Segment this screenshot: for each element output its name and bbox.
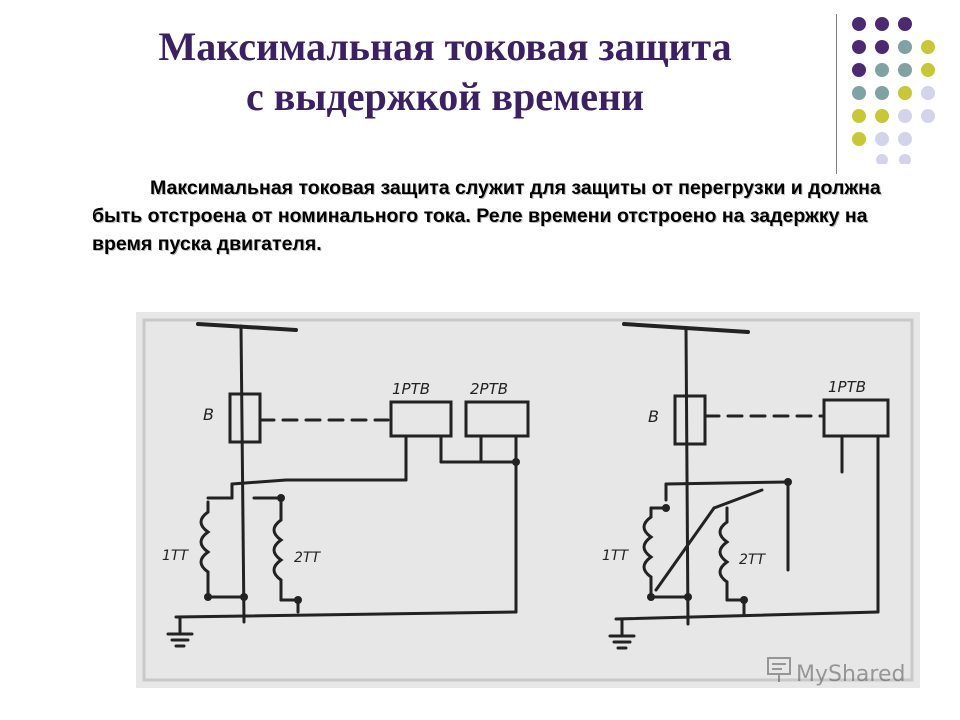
dot-row-7 — [876, 154, 911, 164]
left-busbar — [196, 322, 298, 332]
slide-title: Максимальная токовая защита с выдержкой … — [40, 22, 850, 122]
left-main-line — [239, 324, 246, 624]
left-label-relay1: 1РТВ — [392, 380, 430, 398]
left-relay-1rtv — [389, 400, 453, 438]
right-label-relay1: 1РТВ — [828, 378, 866, 396]
right-relay-wire — [664, 480, 790, 486]
right-cross-diagonal — [654, 506, 716, 592]
dot-row-6 — [852, 132, 912, 146]
dot-row-5 — [852, 109, 935, 123]
left-circuit-nodes — [204, 458, 520, 604]
decorative-dot-grid — [852, 17, 935, 164]
left-ct1-coil — [199, 510, 211, 574]
right-ct1-coil — [642, 515, 654, 579]
right-label-breaker: B — [648, 407, 659, 426]
left-relay-2rtv — [464, 400, 530, 438]
dot-row-3 — [852, 63, 935, 77]
left-label-relay2: 2РТВ — [470, 380, 508, 398]
right-main-line — [684, 326, 690, 626]
dot-row-1 — [852, 17, 912, 31]
right-cross-top — [712, 488, 764, 510]
left-label-ct2: 2ТТ — [294, 550, 321, 566]
right-ground-bus — [614, 610, 880, 621]
left-label-ct1: 1ТТ — [162, 548, 189, 564]
watermark: MyShared — [767, 657, 905, 687]
slide-title-line1: Максимальная токовая защита — [158, 24, 732, 69]
figure-border — [142, 318, 914, 682]
slide-paragraph: Максимальная токовая защита служит для з… — [92, 177, 881, 255]
left-ct2-coil — [272, 518, 284, 582]
left-ground-bus — [174, 610, 518, 619]
right-label-ct2: 2ТТ — [739, 552, 766, 568]
title-divider-line — [836, 14, 837, 174]
right-breaker-coil — [673, 394, 707, 446]
right-relay-1rtv — [822, 398, 890, 438]
right-ct2-coil — [718, 520, 730, 584]
watermark-text: MyShared — [796, 662, 905, 687]
dot-row-2 — [852, 40, 935, 54]
right-circuit — [608, 322, 890, 650]
figure-background — [136, 312, 920, 688]
left-label-breaker: B — [203, 405, 214, 424]
left-breaker-coil — [228, 392, 262, 444]
dot-row-4 — [852, 86, 935, 100]
slide-title-line2: с выдержкой времени — [245, 74, 645, 119]
right-circuit-nodes — [647, 478, 792, 604]
circuit-diagram-figure: B 1РТВ 2РТВ 1ТТ 2ТТ B 1РТВ — [136, 312, 920, 688]
left-relay1-wire-b — [230, 478, 288, 486]
right-label-ct1: 1ТТ — [602, 548, 629, 564]
presentation-board-icon — [767, 657, 791, 682]
